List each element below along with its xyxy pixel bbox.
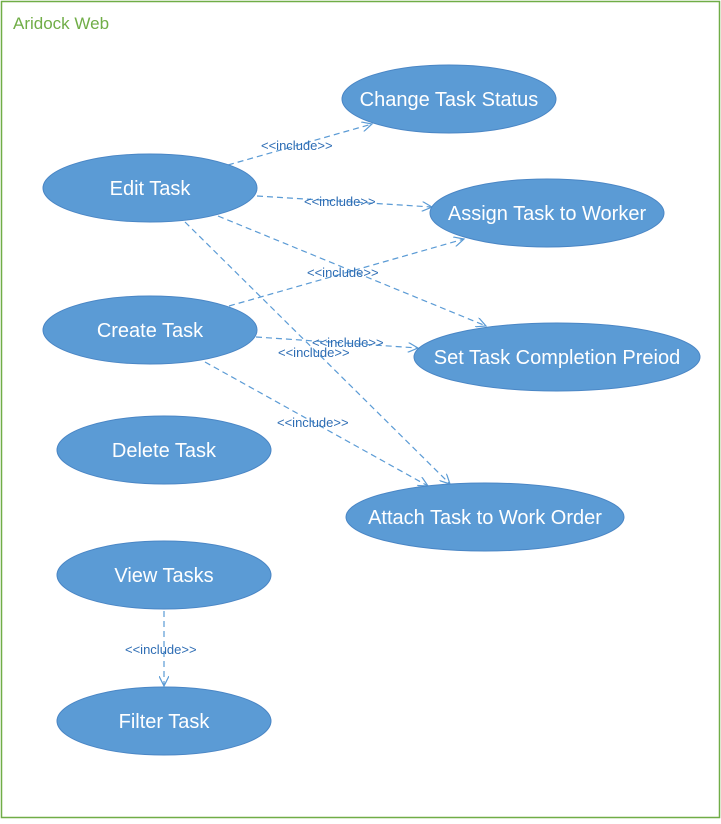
relation-edit-set-period: [217, 215, 486, 326]
relations: [164, 124, 486, 686]
include-label-create-set-period: <<include>>: [312, 335, 384, 350]
use-case-create-task[interactable]: Create Task: [42, 295, 258, 365]
include-label-edit-change-status: <<include>>: [261, 138, 333, 153]
use-case-attach-task[interactable]: Attach Task to Work Order: [345, 482, 625, 552]
use-case-label: Create Task: [97, 320, 204, 342]
relation-edit-attach: [184, 221, 450, 484]
use-case-label: Filter Task: [119, 711, 211, 733]
include-label-edit-assign: <<include>>: [304, 194, 376, 209]
use-case-assign-task[interactable]: Assign Task to Worker: [429, 178, 665, 248]
relation-edit-change-status: [227, 124, 372, 166]
include-label-view-filter: <<include>>: [125, 642, 197, 657]
use-case-label: Delete Task: [112, 440, 217, 462]
relation-create-set-period: [255, 336, 418, 348]
use-case-delete-task[interactable]: Delete Task: [56, 415, 272, 485]
relation-labels: <<include>> <<include>> <<include>> <<in…: [125, 138, 384, 657]
use-case-label: Set Task Completion Preiod: [434, 347, 680, 369]
include-label-create-assign: <<include>>: [307, 265, 379, 280]
include-label-create-attach: <<include>>: [277, 415, 349, 430]
use-case-label: Change Task Status: [360, 89, 539, 111]
use-case-label: Assign Task to Worker: [448, 203, 647, 225]
use-case-set-completion-period[interactable]: Set Task Completion Preiod: [413, 322, 701, 392]
use-case-label: View Tasks: [114, 565, 213, 587]
use-case-label: Edit Task: [110, 178, 192, 200]
relation-create-assign: [228, 239, 464, 307]
use-case-filter-task[interactable]: Filter Task: [56, 686, 272, 756]
use-case-label: Attach Task to Work Order: [368, 507, 602, 529]
relation-create-attach: [204, 361, 428, 486]
use-case-edit-task[interactable]: Edit Task: [42, 153, 258, 223]
use-case-view-tasks[interactable]: View Tasks: [56, 540, 272, 610]
system-title: Aridock Web: [13, 14, 109, 33]
include-label-edit-attach: <<include>>: [278, 345, 350, 360]
use-case-change-status[interactable]: Change Task Status: [341, 64, 557, 134]
